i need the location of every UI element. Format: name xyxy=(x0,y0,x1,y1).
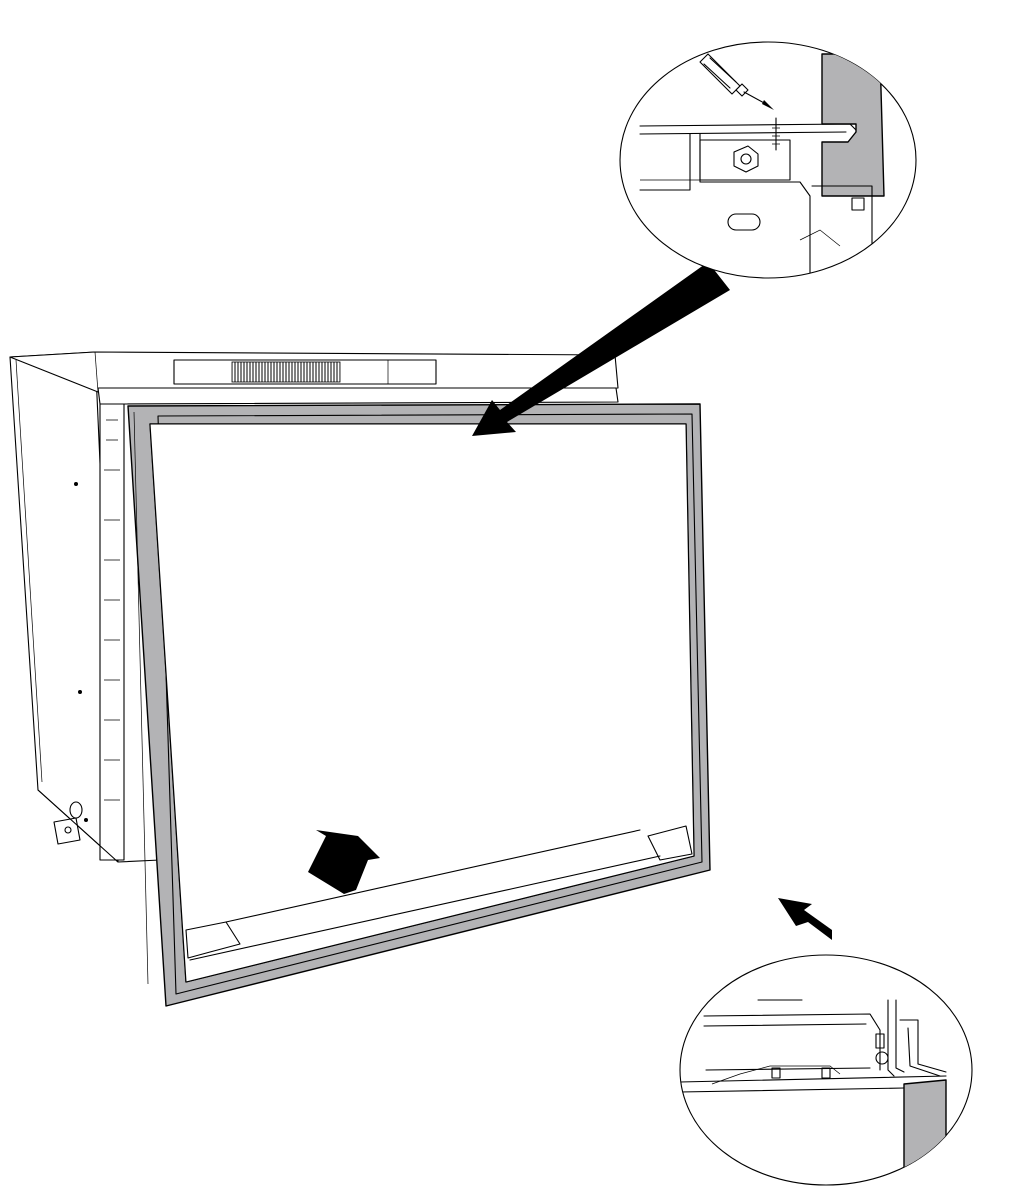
arrow-to-bottom-detail xyxy=(778,898,832,940)
arrow-push-up xyxy=(308,830,380,894)
screwdriver-icon xyxy=(699,53,774,110)
bottom-detail-view xyxy=(679,954,973,1186)
foot-bracket xyxy=(53,801,83,845)
arrow-icon xyxy=(778,898,832,940)
arrow-to-top-detail xyxy=(472,262,730,436)
stove-insert xyxy=(9,351,619,863)
arrow-icon xyxy=(308,830,380,894)
surround-frame xyxy=(127,403,711,1007)
top-detail-view xyxy=(619,41,917,279)
arrow-icon xyxy=(472,262,730,436)
top-vent-grille xyxy=(231,361,341,383)
